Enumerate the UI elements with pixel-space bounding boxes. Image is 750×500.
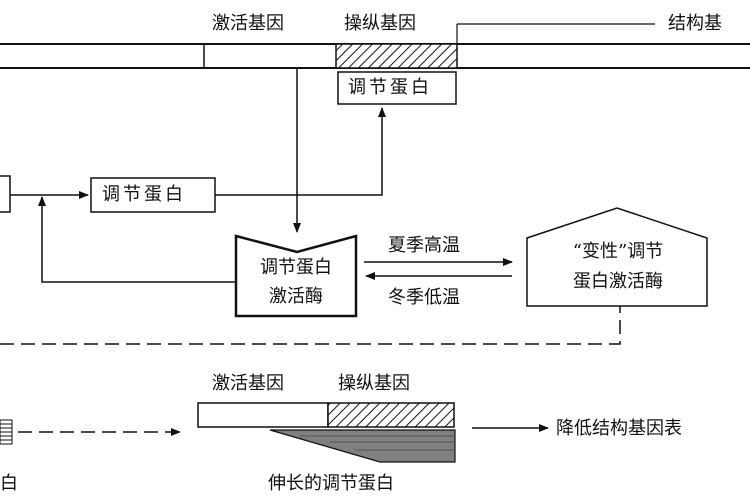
bottom-left-coil — [0, 419, 13, 445]
denatured-activase-line2: 蛋白激活酶 — [573, 271, 663, 292]
bottom-operator-gene-label: 操纵基因 — [338, 373, 410, 394]
top-operator-gene-label: 操纵基因 — [344, 13, 416, 34]
top-regulatory-protein-box — [337, 71, 457, 105]
middle-regulatory-protein-label: 调节蛋白 — [102, 184, 186, 205]
structural-gene-label: 结构基 — [668, 13, 722, 34]
bottom-left-partial-label: 白 — [0, 473, 18, 494]
middle-regulatory-protein-box — [90, 177, 216, 213]
activase-label-line1: 调节蛋白 — [260, 257, 332, 278]
summer-high-temp-label: 夏季高温 — [388, 235, 460, 256]
denatured-activase-line1: “变性”调节 — [572, 241, 664, 262]
top-dna-strand — [0, 43, 750, 69]
winter-low-temp-label: 冬季低温 — [388, 287, 460, 308]
top-activation-gene-label: 激活基因 — [212, 13, 284, 34]
elongated-protein-wedge — [269, 429, 456, 463]
bottom-activation-gene-label: 激活基因 — [212, 373, 284, 394]
left-partial-box — [0, 175, 11, 213]
top-regulatory-protein-label: 调节蛋白 — [348, 77, 432, 98]
activase-shape — [234, 234, 358, 318]
reduce-structural-gene-expression-label: 降低结构基因表 — [556, 418, 682, 439]
feedback-arrow — [38, 196, 236, 283]
denatured-activase-shape — [526, 207, 708, 307]
dashed-connector — [0, 306, 621, 345]
bottom-activation-segment — [197, 402, 329, 428]
arrow-to-top-regulatory-protein — [215, 107, 386, 196]
activase-label-line2: 激活酶 — [269, 286, 323, 307]
elongated-regulatory-protein-label: 伸长的调节蛋白 — [268, 473, 394, 494]
bottom-operator-segment — [327, 402, 455, 428]
top-operator-segment — [335, 43, 458, 69]
